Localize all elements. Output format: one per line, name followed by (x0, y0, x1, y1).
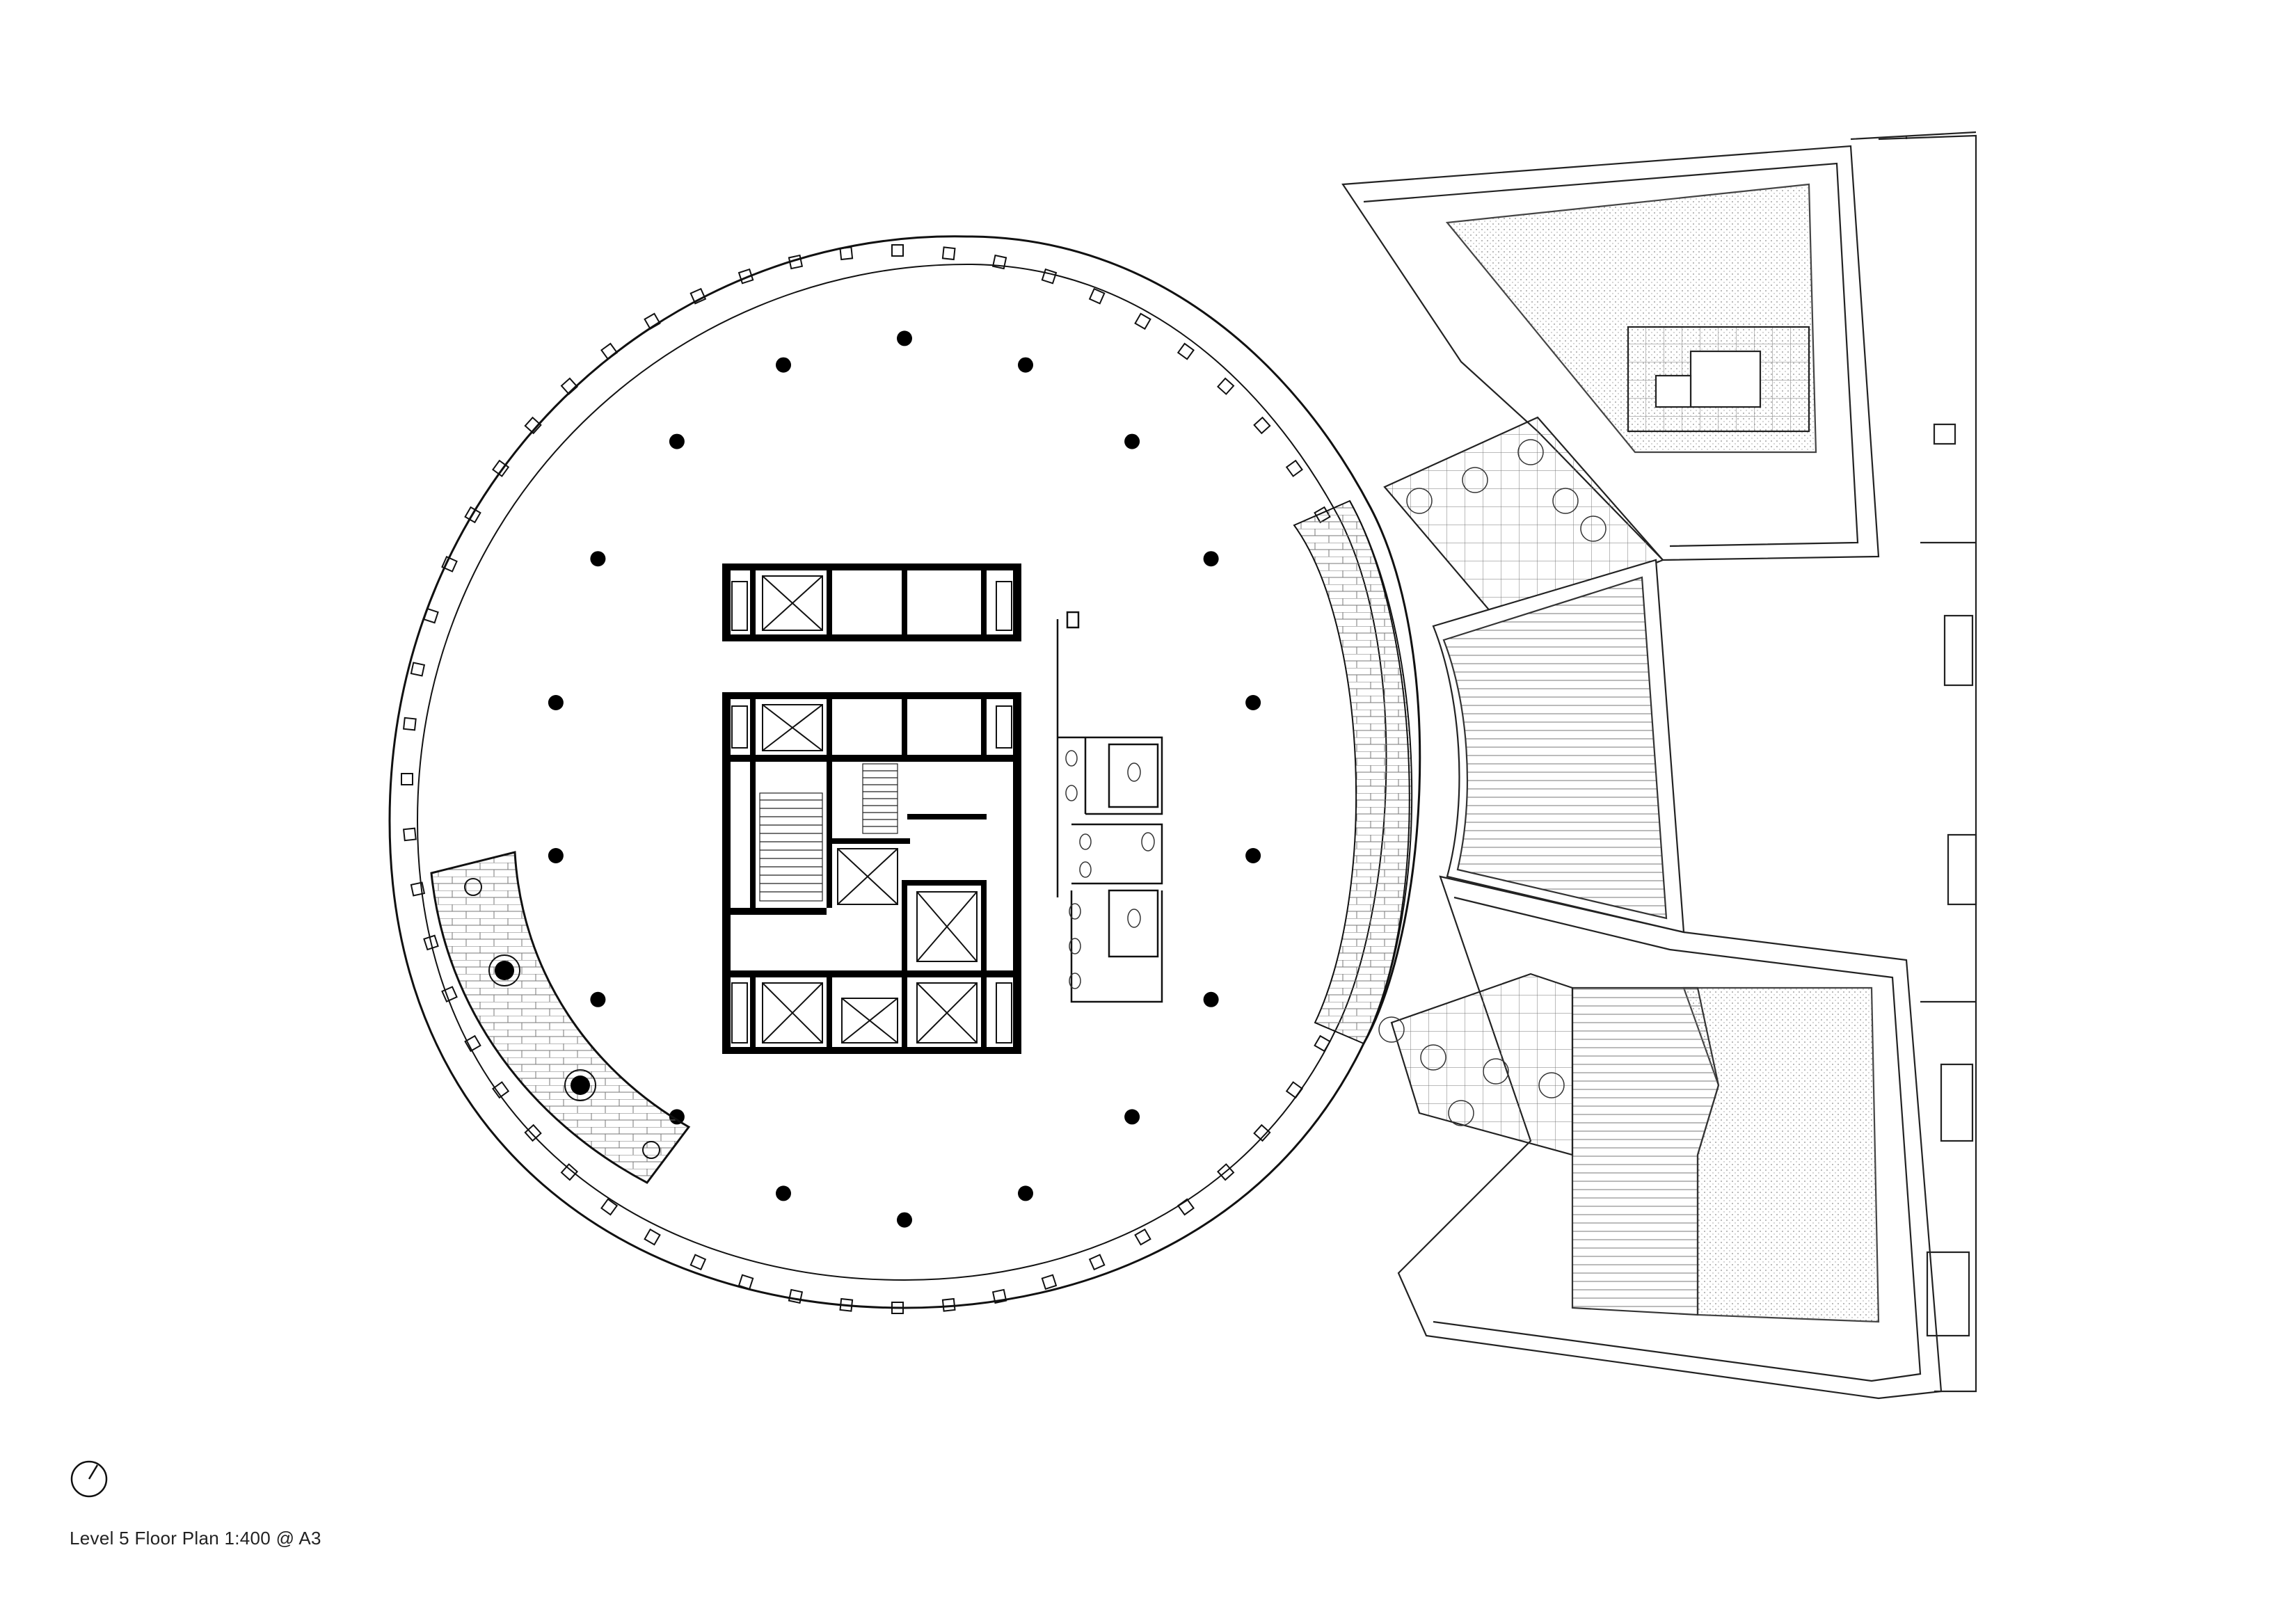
mullion (738, 1274, 754, 1290)
column (590, 991, 606, 1007)
mullion (441, 556, 458, 573)
mullion (423, 934, 439, 951)
mullion (839, 1297, 854, 1312)
mullion (1134, 1228, 1151, 1246)
mullion (689, 1254, 707, 1271)
mullion (441, 986, 458, 1002)
mullion (738, 268, 754, 285)
mullion (891, 244, 904, 257)
mullion (1285, 459, 1303, 477)
mullion (644, 312, 661, 330)
mullion (788, 254, 804, 270)
mullion (1285, 1081, 1303, 1099)
mullion (1216, 1163, 1235, 1181)
mullion (524, 1124, 542, 1142)
mullion (403, 827, 417, 842)
mullion (560, 1163, 579, 1181)
column (1018, 1185, 1033, 1201)
column (897, 1212, 912, 1228)
column (1245, 848, 1261, 863)
core-lifts (731, 575, 1012, 1044)
mullion (1177, 342, 1195, 360)
column (1203, 551, 1219, 567)
east-wing (1341, 131, 1977, 1400)
facade-mullions (401, 244, 1331, 1314)
mullion (941, 1297, 956, 1312)
mullion (1134, 312, 1151, 330)
tree (1406, 488, 1433, 514)
mullion (600, 1198, 619, 1216)
structural-columns (548, 330, 1261, 1228)
mullion (941, 246, 956, 261)
west-balcony (430, 851, 691, 1184)
building-core (722, 563, 1021, 1054)
wc-block (1056, 611, 1163, 1003)
tree (1538, 1072, 1565, 1098)
column (776, 1185, 791, 1201)
north-arrow-icon (70, 1460, 108, 1498)
mullion (1216, 377, 1235, 395)
mullion (410, 881, 426, 897)
column (669, 433, 685, 449)
mullion (1041, 268, 1058, 285)
mullion (1088, 287, 1106, 305)
mullion (689, 287, 707, 305)
landscape-trees (1378, 439, 1607, 1126)
mullion (492, 459, 510, 477)
mullion (839, 246, 854, 261)
column (590, 551, 606, 567)
mullion (1253, 1124, 1271, 1142)
mullion (1177, 1198, 1195, 1216)
tree (1580, 515, 1607, 542)
mullion (1041, 1274, 1058, 1290)
mullion (788, 1288, 804, 1304)
mullion (1253, 416, 1271, 435)
column (548, 848, 564, 863)
mullion (991, 254, 1007, 270)
column (1124, 1109, 1140, 1125)
mullion (464, 506, 481, 524)
mullion (524, 416, 542, 435)
column (776, 357, 791, 373)
mullion (464, 1034, 481, 1053)
column (1245, 695, 1261, 710)
mullion (644, 1228, 661, 1246)
mullion (560, 377, 579, 395)
mullion (891, 1302, 904, 1314)
mullion (1088, 1254, 1106, 1271)
drawing-caption: Level 5 Floor Plan 1:400 @ A3 (70, 1528, 321, 1549)
tree (1483, 1058, 1509, 1085)
column (1018, 357, 1033, 373)
east-brick-band (1293, 499, 1413, 1045)
mullion (403, 717, 417, 731)
column (1124, 433, 1140, 449)
mullion (1314, 1034, 1331, 1053)
column (548, 695, 564, 710)
column (897, 330, 912, 346)
mullion (423, 607, 439, 624)
mullion (410, 662, 426, 677)
mullion (991, 1288, 1007, 1304)
tree (1517, 439, 1544, 465)
mullion (401, 773, 413, 785)
tree (1378, 1016, 1405, 1043)
facade-ring (388, 235, 1421, 1309)
tree (1552, 488, 1579, 514)
mullion (492, 1081, 510, 1099)
mullion (600, 342, 619, 360)
column (1203, 991, 1219, 1007)
tree (1448, 1100, 1474, 1126)
tree (1420, 1044, 1446, 1071)
tree (1462, 467, 1488, 493)
